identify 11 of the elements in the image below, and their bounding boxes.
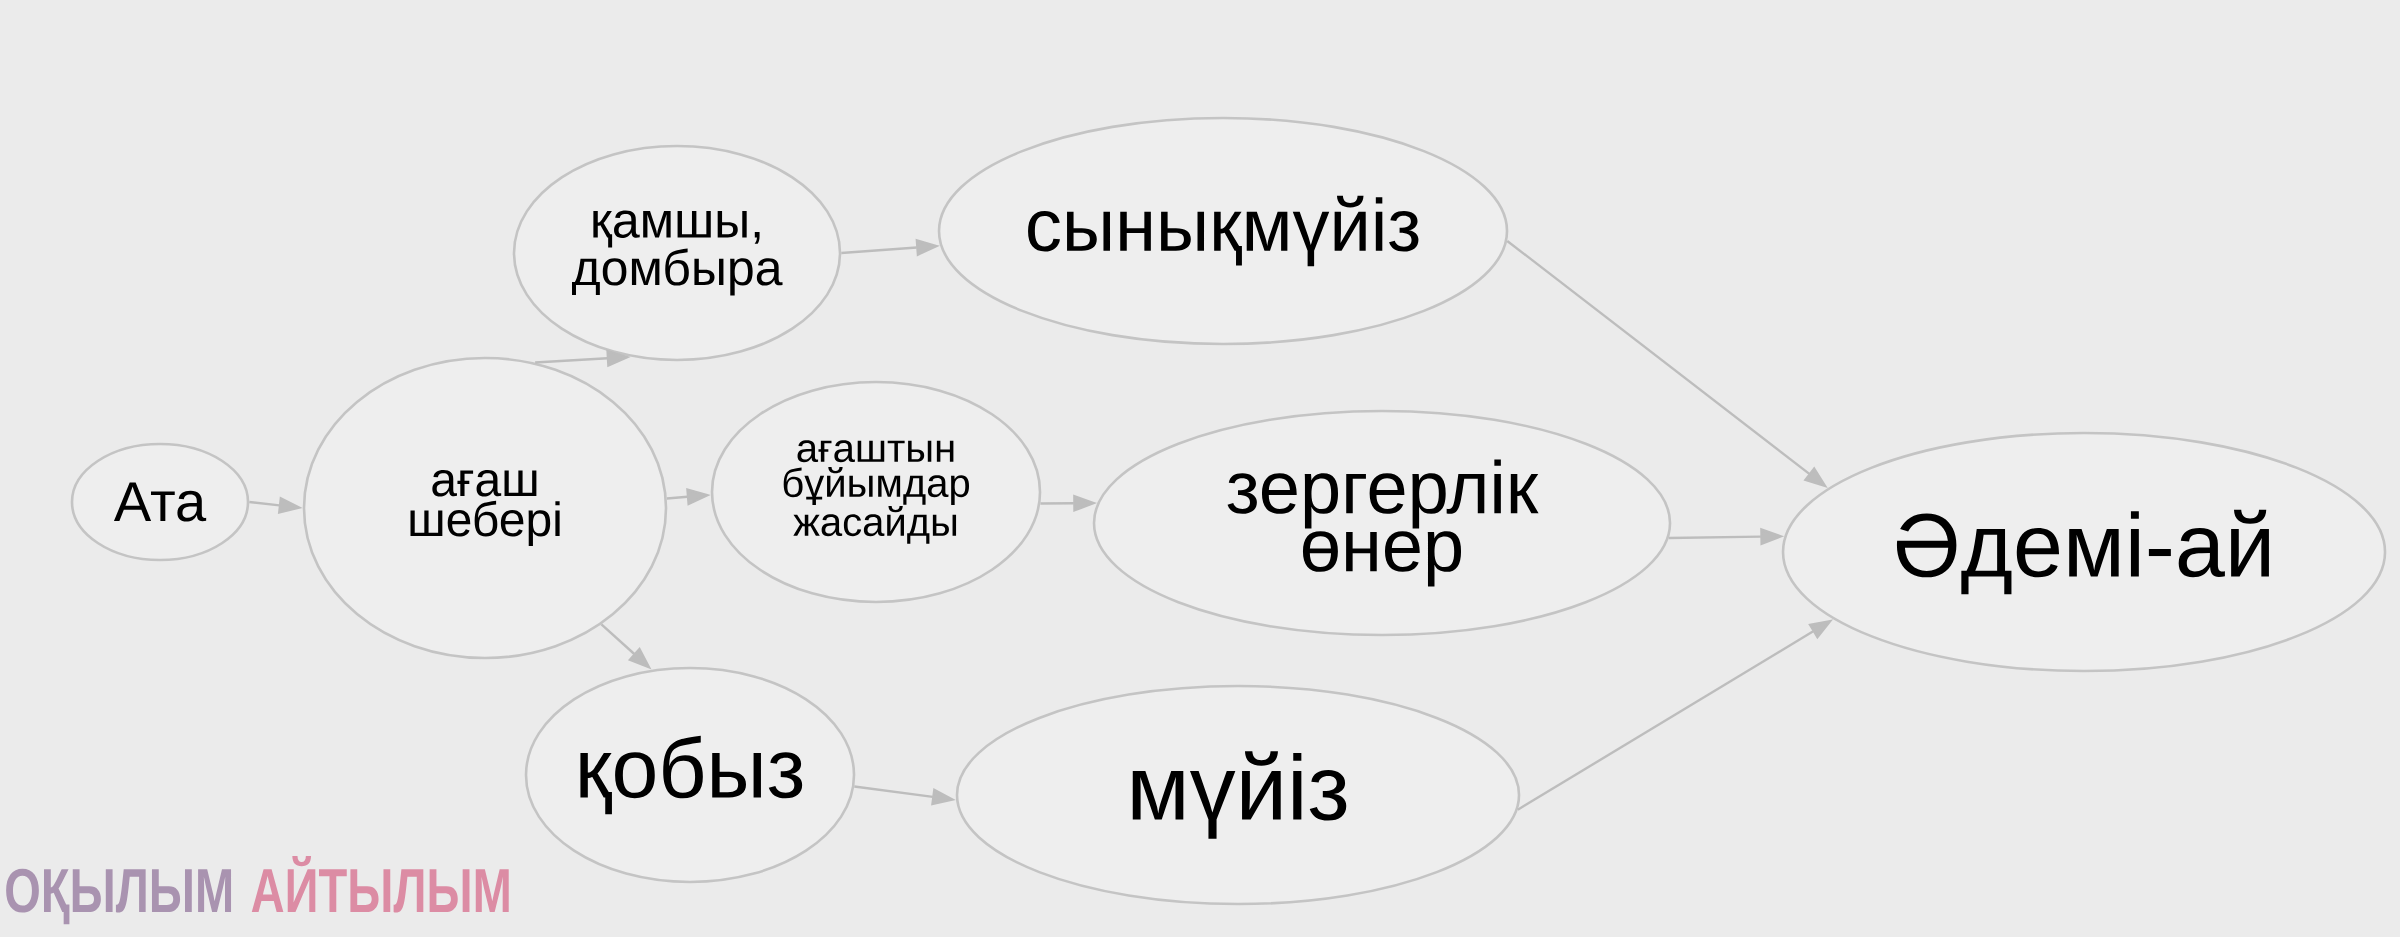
ellipse-node: мүйіз — [955, 684, 1521, 906]
ellipse-node: ағаш шебері — [302, 356, 668, 660]
section-heading: АЙТЫЛЫМ — [251, 855, 509, 913]
ellipse-node: ағаштын бұйымдар жасайды — [710, 380, 1042, 604]
ellipse-node: зергерлік өнер — [1092, 409, 1672, 637]
ellipse-node: Әдемі-ай — [1781, 431, 2387, 673]
ellipse-node: сынықмүйіз — [937, 116, 1509, 346]
ellipse-node: қобыз — [524, 666, 856, 884]
ellipse-node: Ата — [70, 442, 250, 562]
ellipse-node: қамшы, домбыра — [512, 144, 842, 362]
section-heading: ОҚЫЛЫМ — [6, 868, 232, 925]
